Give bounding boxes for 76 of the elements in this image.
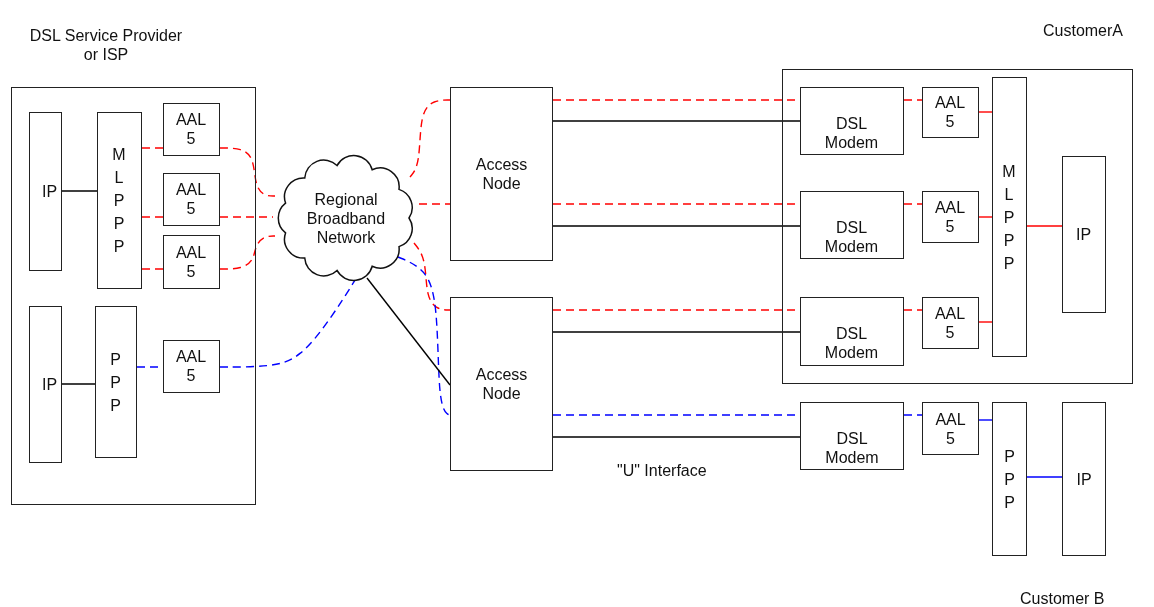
connection-line xyxy=(397,256,451,416)
box-label: AAL 5 xyxy=(174,242,208,281)
box-label: AAL 5 xyxy=(174,110,208,148)
box-label: DSL Modem xyxy=(823,323,880,362)
box-label: IP xyxy=(1075,469,1093,489)
box-label: AAL 5 xyxy=(174,180,208,218)
box-label: PPP xyxy=(1003,446,1016,513)
connection-line xyxy=(552,225,801,227)
box-label: IP xyxy=(40,374,59,394)
connection-line xyxy=(61,383,96,385)
box-label: MLPPP xyxy=(111,144,127,257)
box-label: Regional Broadband Network xyxy=(305,189,387,247)
protocol-box xyxy=(162,172,220,226)
connection-line xyxy=(366,277,451,386)
group-heading: DSL Service Provider or ISP xyxy=(28,26,184,64)
connection-line xyxy=(978,111,993,113)
protocol-box xyxy=(162,234,220,289)
connection-line xyxy=(978,419,993,421)
box-label: Access Node xyxy=(474,155,529,193)
connection-line xyxy=(141,216,164,218)
protocol-box xyxy=(1062,402,1106,556)
box-label: AAL 5 xyxy=(933,303,967,342)
group-heading: CustomerA xyxy=(1042,21,1124,40)
connection-line xyxy=(903,414,923,416)
box-label: IP xyxy=(1074,224,1093,244)
protocol-box xyxy=(921,296,979,349)
modem-box xyxy=(800,402,904,470)
protocol-box xyxy=(1061,155,1106,313)
box-label: Access Node xyxy=(474,365,529,403)
group-heading: Customer B xyxy=(1020,590,1105,607)
connection-line xyxy=(1026,476,1063,478)
connection-line xyxy=(552,436,801,438)
protocol-box xyxy=(162,102,220,156)
interface-label: "U" Interface xyxy=(617,462,707,480)
protocol-box xyxy=(922,402,979,455)
modem-box xyxy=(799,296,904,366)
access-node-box xyxy=(450,87,553,261)
connection-line xyxy=(978,321,993,323)
connection-line xyxy=(552,331,801,333)
connection-line xyxy=(903,203,923,205)
protocol-box xyxy=(992,402,1027,556)
connection-line xyxy=(141,268,164,270)
connection-line xyxy=(219,216,274,218)
connection-line xyxy=(978,216,993,218)
connection-line xyxy=(409,99,451,178)
box-label: AAL 5 xyxy=(933,197,967,236)
box-label: DSL Modem xyxy=(824,429,880,467)
protocol-box xyxy=(162,339,220,393)
access-node-box xyxy=(450,297,553,471)
box-label: AAL 5 xyxy=(933,93,967,131)
protocol-box xyxy=(921,190,979,243)
box-label: AAL 5 xyxy=(174,347,208,385)
box-label: IP xyxy=(40,181,59,201)
protocol-box xyxy=(28,305,62,463)
connection-line xyxy=(141,147,164,149)
connection-line xyxy=(219,235,276,270)
connection-line xyxy=(903,309,923,311)
connection-line xyxy=(219,147,276,197)
protocol-box xyxy=(28,111,62,271)
box-label: MLPPP xyxy=(1001,161,1017,273)
protocol-box xyxy=(96,111,142,289)
connection-line xyxy=(61,190,98,192)
box-label: DSL Modem xyxy=(823,217,880,256)
box-label: AAL 5 xyxy=(934,409,967,448)
protocol-box xyxy=(991,76,1027,357)
connection-line xyxy=(413,242,451,311)
box-label: DSL Modem xyxy=(823,113,880,152)
connection-line xyxy=(903,99,923,101)
connection-line xyxy=(552,120,801,122)
connection-line xyxy=(1026,225,1063,227)
protocol-box xyxy=(94,305,137,458)
modem-box xyxy=(799,86,904,155)
protocol-box xyxy=(921,86,979,138)
connection-line xyxy=(418,203,451,205)
modem-box xyxy=(799,190,904,259)
box-label: PPP xyxy=(109,349,122,415)
